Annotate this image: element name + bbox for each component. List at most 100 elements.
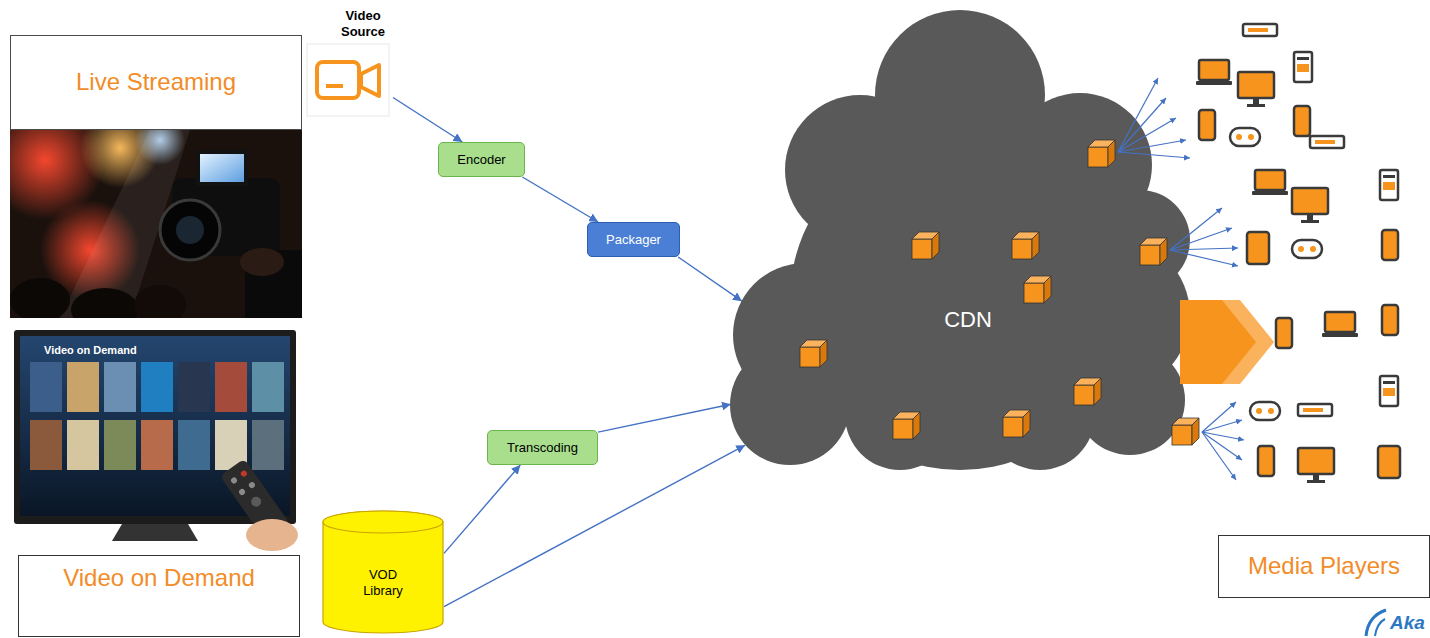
concert-photo: [176, 216, 204, 244]
delivery-arrow: [1170, 208, 1222, 250]
delivery-arrow: [1202, 432, 1236, 480]
cache-cube: [1024, 283, 1044, 303]
cache-cube: [1172, 418, 1199, 445]
tv-photo: [246, 519, 298, 551]
text-block: VOD Library: [363, 567, 403, 598]
tv-photo: [112, 524, 198, 541]
text-block: Transcoding: [507, 440, 578, 456]
flow-arrow: [393, 97, 462, 142]
node-label: Transcoding: [507, 440, 578, 456]
section-box: Video on Demand: [18, 555, 300, 637]
tv-photo: [30, 420, 62, 470]
delivery-arrow: [1202, 420, 1242, 432]
tv-photo: [104, 420, 136, 470]
text-block: Video on Demand: [63, 564, 255, 593]
database-cylinder: VOD Library: [322, 510, 444, 634]
text-block: Encoder: [457, 152, 505, 168]
cache-cube: [1088, 140, 1115, 167]
cache-cube: [1044, 276, 1051, 303]
device-icons: [1252, 170, 1288, 195]
text-block: Media Players: [1248, 552, 1400, 581]
device-icons: [1298, 448, 1334, 483]
process-box: Encoder: [438, 142, 525, 177]
cache-cube: [1012, 239, 1032, 259]
process-box: Transcoding: [487, 430, 598, 465]
cache-cube: [1023, 410, 1030, 437]
concert-photo: [240, 248, 284, 276]
cache-cube: [800, 347, 820, 367]
flow-arrow: [444, 465, 520, 553]
device-icons: [1380, 376, 1398, 406]
cache-cube: [893, 412, 920, 439]
cloud-shape: [845, 360, 955, 470]
device-icons: [1238, 72, 1274, 107]
cache-cube: [1140, 245, 1160, 265]
tv-photo: [14, 330, 298, 551]
database-shape: [323, 511, 443, 633]
database-shape: [323, 511, 443, 533]
device-icons: [1258, 446, 1274, 476]
cache-cube: [1024, 276, 1051, 303]
tv-photo: [141, 362, 173, 412]
device-icons: [1382, 305, 1398, 335]
delivery-arrow: [1202, 432, 1242, 460]
cloud-shape: [1075, 345, 1185, 455]
concert-photo: [134, 285, 186, 318]
tv-photo: [178, 362, 210, 412]
process-box: Packager: [587, 222, 680, 257]
cache-cube: [1032, 232, 1039, 259]
node-label: Packager: [606, 232, 661, 248]
tv-photo: [67, 362, 99, 412]
concert-photo: [10, 278, 70, 318]
device-icons: [1230, 128, 1260, 146]
screen-title: Video on Demand: [44, 344, 137, 357]
node-label: Live Streaming: [76, 68, 236, 97]
concert-photo: [71, 288, 139, 318]
device-icons: [1294, 52, 1312, 82]
device-icons: [1292, 188, 1328, 223]
device-icons: [1298, 404, 1332, 416]
device-icons: [1243, 24, 1277, 36]
cache-cube: [1003, 410, 1030, 437]
cache-cube: [1140, 238, 1167, 265]
device-icons: [1199, 110, 1215, 140]
device-icons: [1310, 136, 1344, 148]
cache-cube: [800, 340, 827, 367]
concert-photo: [196, 150, 248, 186]
node-label: Video Source: [341, 8, 385, 39]
node-label: Video on Demand: [63, 564, 255, 593]
tv-photo: [215, 362, 247, 412]
delivery-arrow: [1170, 228, 1232, 250]
tv-photo: [238, 488, 246, 496]
logo-swoosh: [1366, 610, 1386, 636]
cache-cube: [820, 340, 827, 367]
cache-cube: [1108, 140, 1115, 167]
device-icons: [1250, 402, 1280, 420]
cache-cube: [912, 239, 932, 259]
camera-icon: [326, 84, 343, 88]
device-icons: [1322, 312, 1358, 337]
logo-text: Aka: [1390, 612, 1425, 635]
device-icons: [1196, 24, 1400, 483]
tv-photo: [30, 362, 62, 412]
delivery-arrow: [1170, 248, 1238, 250]
cloud-shape: [1090, 190, 1190, 290]
section-box: Live Streaming: [10, 35, 302, 130]
device-icons: [1292, 240, 1322, 258]
delivery-chevron: [1180, 300, 1256, 384]
delivery-arrow: [1170, 250, 1238, 266]
tv-photo: [252, 420, 284, 470]
node-label: CDN: [944, 307, 992, 333]
node-label: VOD Library: [363, 567, 403, 598]
text-block: CDN: [944, 307, 992, 333]
concert-photo: [200, 154, 244, 182]
cache-cube: [913, 412, 920, 439]
concert-photo: [10, 130, 302, 318]
camera-icon: [307, 44, 389, 116]
logo-swoosh: [1366, 610, 1386, 636]
cache-cube: [1012, 232, 1039, 259]
tv-photo: [249, 495, 263, 509]
device-icons: [1382, 230, 1398, 260]
text-block: Live Streaming: [76, 68, 236, 97]
text-block: Packager: [606, 232, 661, 248]
